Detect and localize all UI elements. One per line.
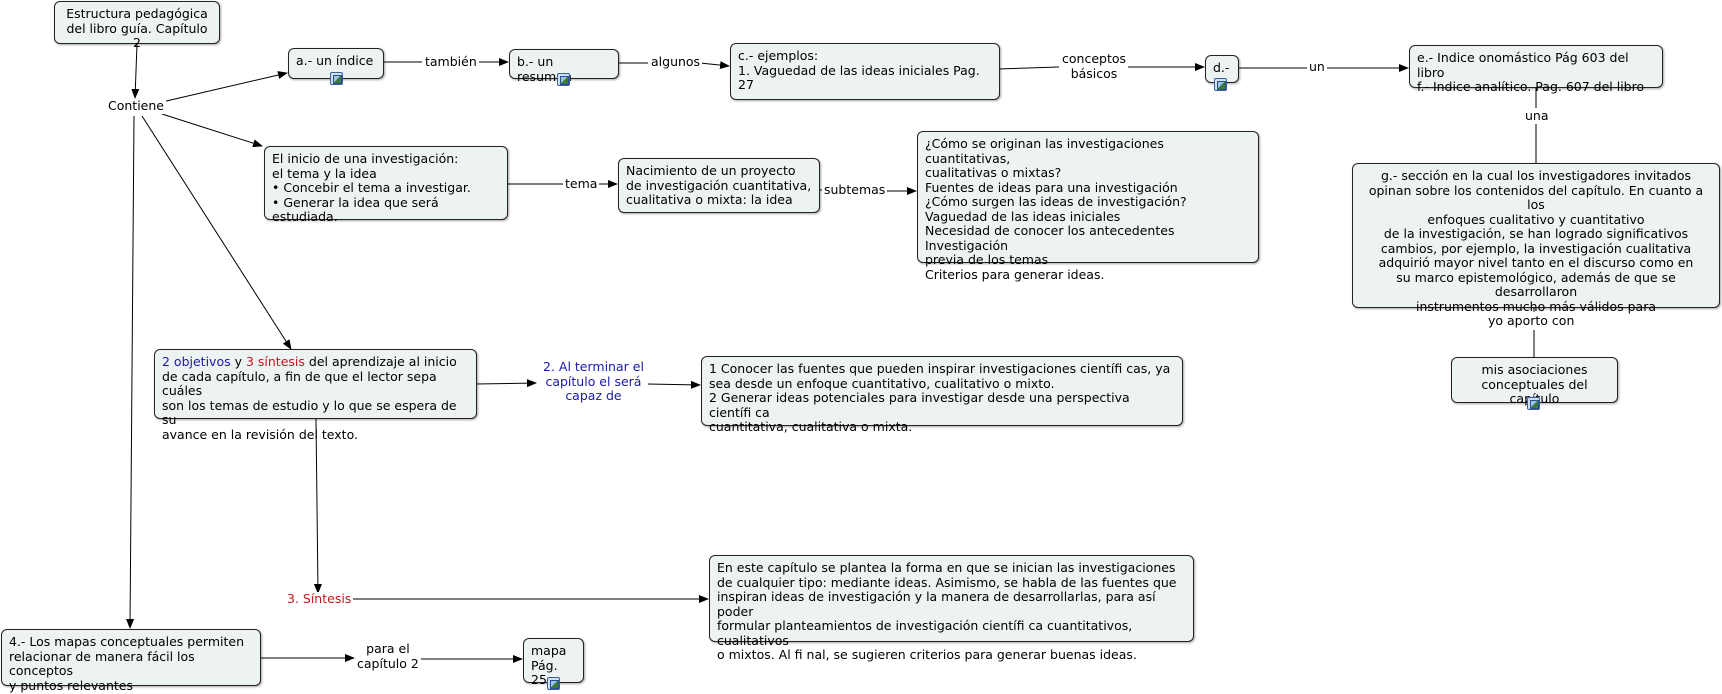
nacimiento-node[interactable]: Nacimiento de un proyecto de investigaci… [618,158,820,213]
link-subtemas: subtemas [822,182,888,198]
objetivos-node[interactable]: 2 objetivos y 3 síntesis del aprendizaje… [154,349,477,441]
link-sintesis: 3. Síntesis [285,591,354,607]
image-resource-icon[interactable] [330,72,343,85]
link-tema: tema [563,176,600,192]
objetivos-connector: y [230,354,246,369]
link-para-el-capitulo: para el capítulo 2 [355,641,421,671]
sintesis-count: 3 síntesis [245,354,305,369]
link-contiene: Contiene [106,98,166,114]
link-conceptos-basicos: conceptos básicos [1060,51,1129,81]
link-al-terminar: 2. Al terminar el capítulo el será capaz… [541,359,646,404]
asociaciones-node[interactable]: mis asociaciones conceptuales del capítu… [1451,357,1618,406]
objetivos-text: del aprendizaje al inicio de cada capítu… [162,354,457,442]
objetivos-count: 2 objetivos [162,354,231,369]
image-resource-icon[interactable] [557,73,570,86]
link-algunos: algunos [649,54,703,70]
mapa-node[interactable]: mapa Pág. 25 [523,638,584,687]
sintesis-texto-node[interactable]: En este capítulo se plantea la forma en … [709,555,1194,662]
seccion-node[interactable]: g.- sección en la cual los investigadore… [1352,163,1720,313]
capaz-node[interactable]: 1 Conocer las fuentes que pueden inspira… [701,356,1183,434]
resumen-node[interactable]: b.- un resumen [509,49,619,83]
image-resource-icon[interactable] [1527,397,1540,410]
link-tambien: también [423,54,479,70]
mapas-node[interactable]: 4.- Los mapas conceptuales permiten rela… [1,629,261,692]
link-una: una [1523,108,1551,124]
root-node[interactable]: Estructura pedagógica del libro guía. Ca… [54,1,220,50]
link-un: un [1307,59,1327,75]
indices-node[interactable]: e.- Indice onomástico Pág 603 del libro … [1409,45,1663,94]
image-resource-icon[interactable] [1214,78,1227,91]
ejemplos-node[interactable]: c.- ejemplos: 1. Vaguedad de las ideas i… [730,43,1000,100]
link-yo-aporto-con: yo aporto con [1486,313,1577,329]
preguntas-node[interactable]: ¿Cómo se originan las investigaciones cu… [917,131,1259,281]
inicio-node[interactable]: El inicio de una investigación: el tema … [264,146,508,224]
image-resource-icon[interactable] [547,677,560,690]
